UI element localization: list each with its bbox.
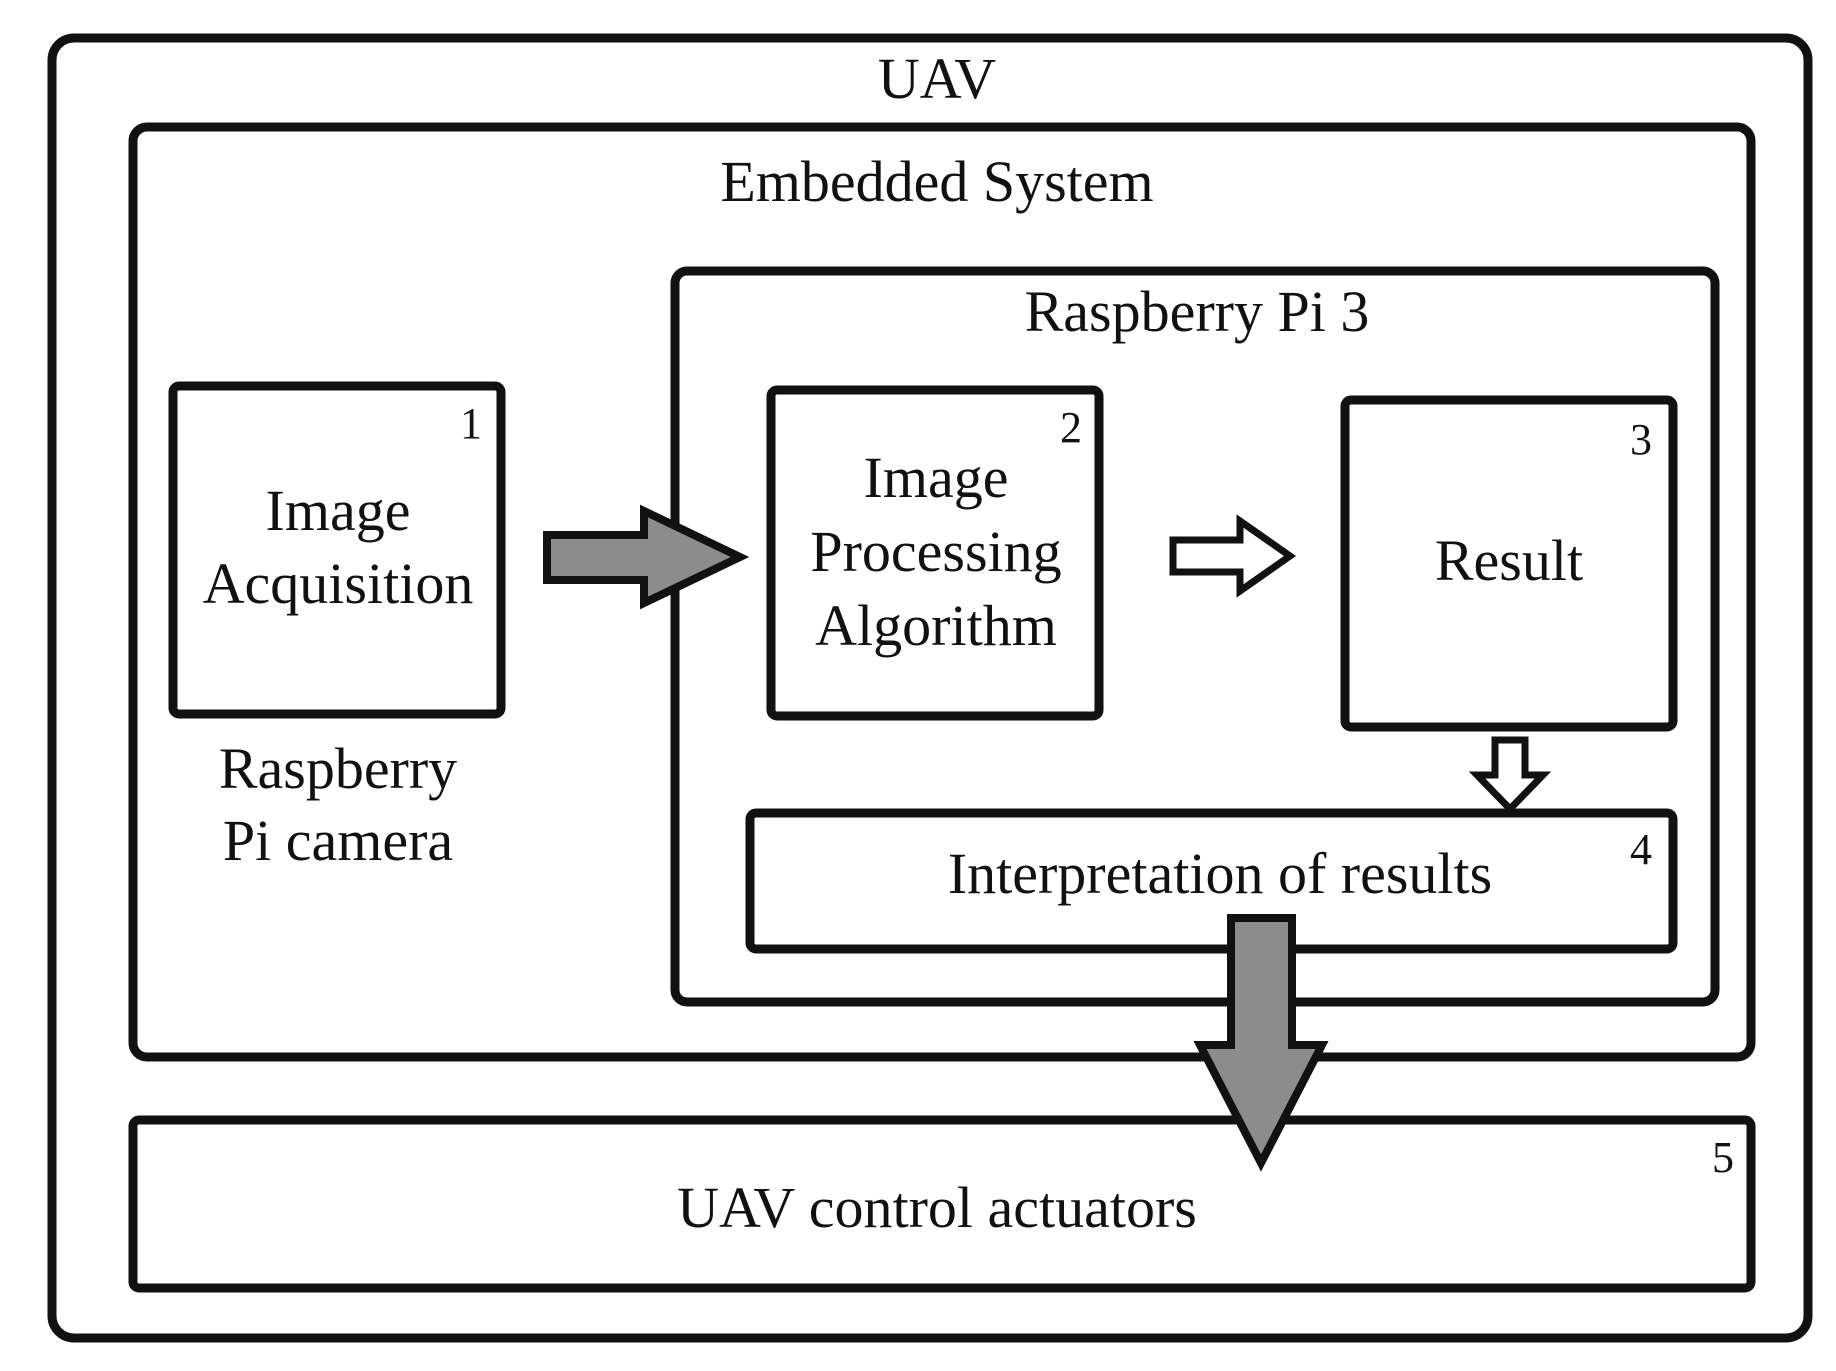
result-block (1340, 395, 1678, 732)
embedded-system-title: Embedded System (720, 149, 1153, 214)
block-2-number: 2 (1060, 403, 1082, 452)
result-label: Result (1435, 528, 1583, 593)
arrow-result-to-interpretation (1468, 736, 1552, 815)
uav-frame (47, 33, 1813, 1343)
raspberry-pi-title: Raspberry Pi 3 (1025, 279, 1370, 344)
actuators-block (128, 1115, 1756, 1293)
arrow-interpretation-to-actuators (1193, 914, 1329, 1172)
actuators-label: UAV control actuators (677, 1175, 1197, 1240)
block-1-number: 1 (460, 399, 482, 448)
camera-caption-line1: Raspberry (219, 736, 457, 801)
interpretation-block (745, 808, 1678, 954)
image-processing-block (766, 385, 1104, 721)
block-4-number: 4 (1630, 825, 1652, 874)
camera-caption-line2: Pi camera (223, 808, 453, 873)
image-processing-line1: Image (864, 445, 1009, 510)
image-processing-line3: Algorithm (815, 593, 1057, 658)
arrow-acquisition-to-processing (543, 504, 750, 610)
image-acquisition-line2: Acquisition (203, 551, 474, 616)
raspberry-pi-frame (670, 266, 1720, 1007)
image-acquisition-line1: Image (266, 478, 411, 543)
block-3-number: 3 (1630, 415, 1652, 464)
image-acquisition-block (168, 381, 506, 719)
block-5-number: 5 (1712, 1133, 1734, 1182)
arrow-processing-to-result (1169, 514, 1297, 598)
embedded-system-frame (128, 122, 1756, 1062)
interpretation-label: Interpretation of results (948, 841, 1492, 906)
uav-title: UAV (878, 46, 996, 111)
image-processing-line2: Processing (810, 519, 1061, 584)
